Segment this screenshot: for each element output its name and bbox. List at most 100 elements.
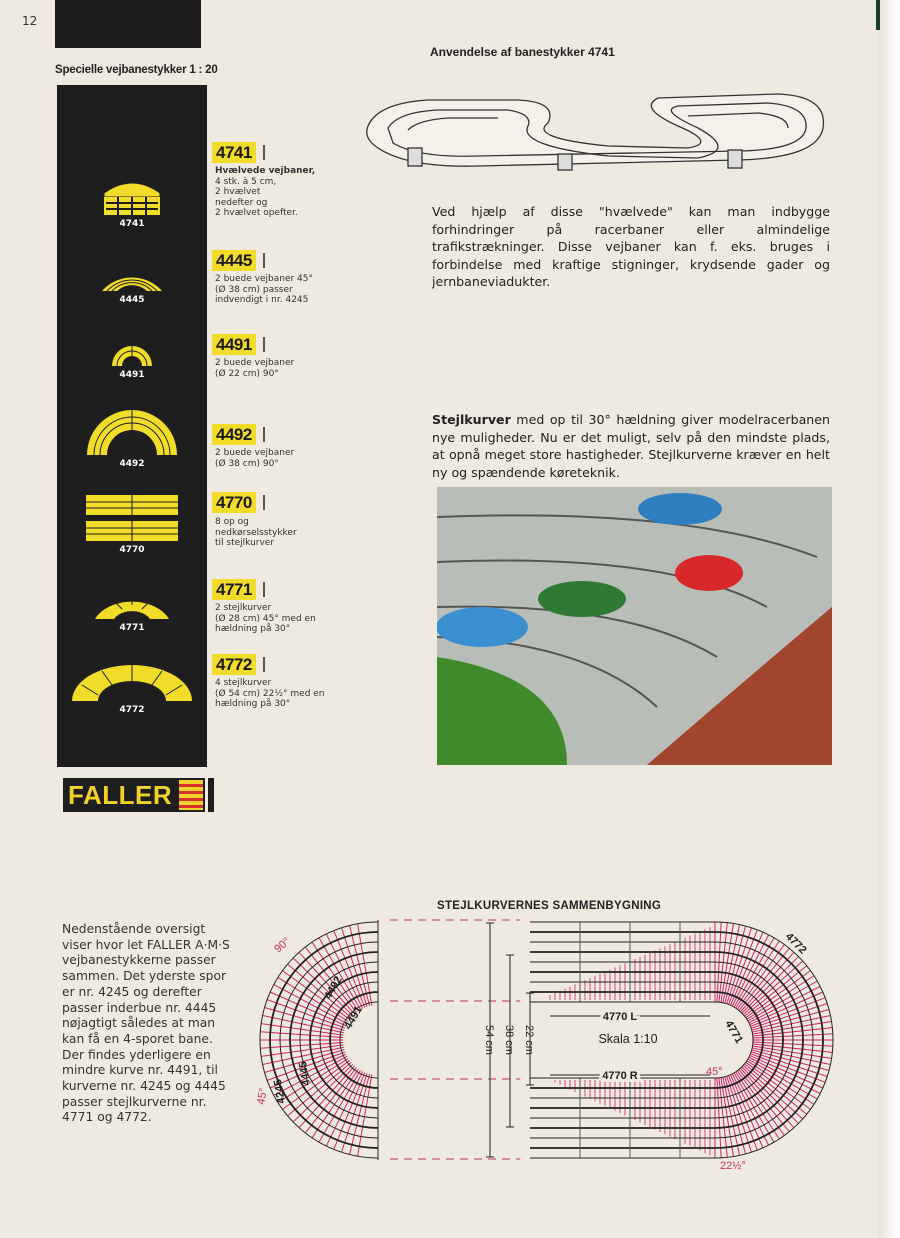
dim-54: 54 cm [483,1025,495,1055]
scale-label: Skala 1:10 [598,1032,657,1046]
icon-label: 4445 [119,295,145,305]
curve-arc [319,981,379,1099]
assembly-diagram: 54 cm 38 cm 22 cm 4770 L 4770 R Skala 1:… [255,919,834,1172]
icon-label: 4771 [119,623,145,633]
logo-bar [208,778,215,812]
header-block [55,0,201,48]
tag-divider [262,657,265,672]
angle-45-right: 45° [706,1066,723,1078]
item-number-tag: 4491 [212,334,265,355]
label-4770r: 4770 R [602,1070,638,1082]
angle-90: 90° [272,935,292,955]
track-line [530,971,784,1109]
curve-arc [269,931,379,1149]
item-description: 4 stejlkurver (Ø 54 cm) 22½° med en hæld… [215,678,325,709]
item-description: 2 buede vejbaner (Ø 22 cm) 90° [215,358,295,379]
label-4770l: 4770 L [603,1011,638,1023]
logo-stripes [177,778,206,812]
item-number-tag: 4771 [212,579,265,600]
item-number-tag: 4772 [212,654,265,675]
track-line [530,991,764,1089]
tag-divider [262,582,265,597]
track-line [530,961,794,1119]
item-text: 4 stk. à 5 cm, 2 hvælvet nedefter og 2 h… [215,176,298,219]
track-4445-icon [102,277,162,292]
use-heading: Anvendelse af banestykker 4741 [430,45,615,59]
item-number: 4741 [212,142,256,163]
label-4445: 4445 [297,1060,313,1086]
item-number: 4491 [212,334,256,355]
label-4771: 4771 [722,1019,745,1046]
item-number-tag: 4741 [212,142,265,163]
track-4741-icon [103,182,161,215]
item-description: 8 op og nedkørselsstykker til stejlkurve… [215,517,297,548]
dim-38: 38 cm [503,1025,515,1055]
label-4772: 4772 [783,931,809,957]
item-number-tag: 4445 [212,250,265,271]
angle-22: 22½° [720,1160,746,1172]
angle-45-left: 45° [255,1087,270,1105]
steep-curve-photo [437,487,832,765]
track-4770-icon [86,495,178,541]
page-edge [878,0,900,1238]
icon-label: 4770 [119,545,145,555]
dim-22: 22 cm [523,1025,535,1055]
diagram-title: STEJLKURVERNES SAMMENBYGNING [437,900,662,912]
steep-bold: Stejlkurver [432,412,511,427]
item-title: Hvælvede vejbaner, [215,166,316,176]
tag-divider [262,337,265,352]
item-description: Hvælvede vejbaner, 4 stk. à 5 cm, 2 hvæl… [215,166,315,219]
track-4491-icon [112,346,152,367]
track-4492-icon [87,410,177,456]
item-number: 4445 [212,250,256,271]
curve-arc [339,1001,379,1079]
photo-racing-cars [437,487,832,765]
track-line [530,921,834,1159]
track-line [530,931,824,1149]
steep-text: med op til 30° hældning giver modelracer… [432,412,830,480]
section-title: Specielle vejbanestykker 1 : 20 [55,64,218,76]
logo-text: FALLER [63,778,178,812]
curve-arc [279,941,379,1139]
icon-label: 4772 [119,705,145,715]
curve-arc [329,991,379,1089]
use-description: Ved hjælp af disse "hvælvede" kan man in… [432,204,830,289]
icon-4445: 4445 [57,257,207,305]
page-edge-mark [876,0,880,30]
item-description: 2 buede vejbaner 45° (Ø 38 cm) passer in… [215,274,313,305]
track-line [530,941,814,1139]
connection-dashes [390,919,520,1160]
icon-4772: 4772 [57,663,207,715]
curve-arc [299,961,379,1119]
label-4245: 4245 [272,1078,288,1104]
track-line [530,1001,754,1079]
faller-logo: FALLER [63,778,215,812]
icon-4770: 4770 [57,493,207,555]
item-description: 2 stejlkurver (Ø 28 cm) 45° med en hældn… [215,603,316,634]
left-curve-tracks [259,920,379,1160]
icon-4771: 4771 [57,585,207,633]
item-number: 4492 [212,424,256,445]
tag-divider [262,145,265,160]
track-line [530,981,774,1099]
curve-arc [289,951,379,1129]
item-number-tag: 4492 [212,424,265,445]
icon-label: 4492 [119,459,145,469]
icon-label: 4741 [119,219,145,229]
diagram-intro: Nedenstående oversigt viser hvor let FAL… [62,922,230,1125]
track-4771-icon [95,591,169,619]
icon-4491: 4491 [57,332,207,380]
raised-track-illustration [366,93,825,171]
tag-divider [262,427,265,442]
track-4772-icon [72,665,192,701]
item-number-tag: 4770 [212,492,265,513]
icon-4492: 4492 [57,405,207,469]
curve-arc [259,921,379,1159]
icon-4741: 4741 [57,173,207,229]
item-description: 2 buede vejbaner (Ø 38 cm) 90° [215,448,295,469]
icon-label: 4491 [119,370,145,380]
product-icon-column: 4741 4445 4491 4492 4770 4771 4772 [57,85,207,767]
dimension-lines [486,922,710,1158]
item-number: 4770 [212,492,256,513]
curve-arc [309,971,379,1109]
